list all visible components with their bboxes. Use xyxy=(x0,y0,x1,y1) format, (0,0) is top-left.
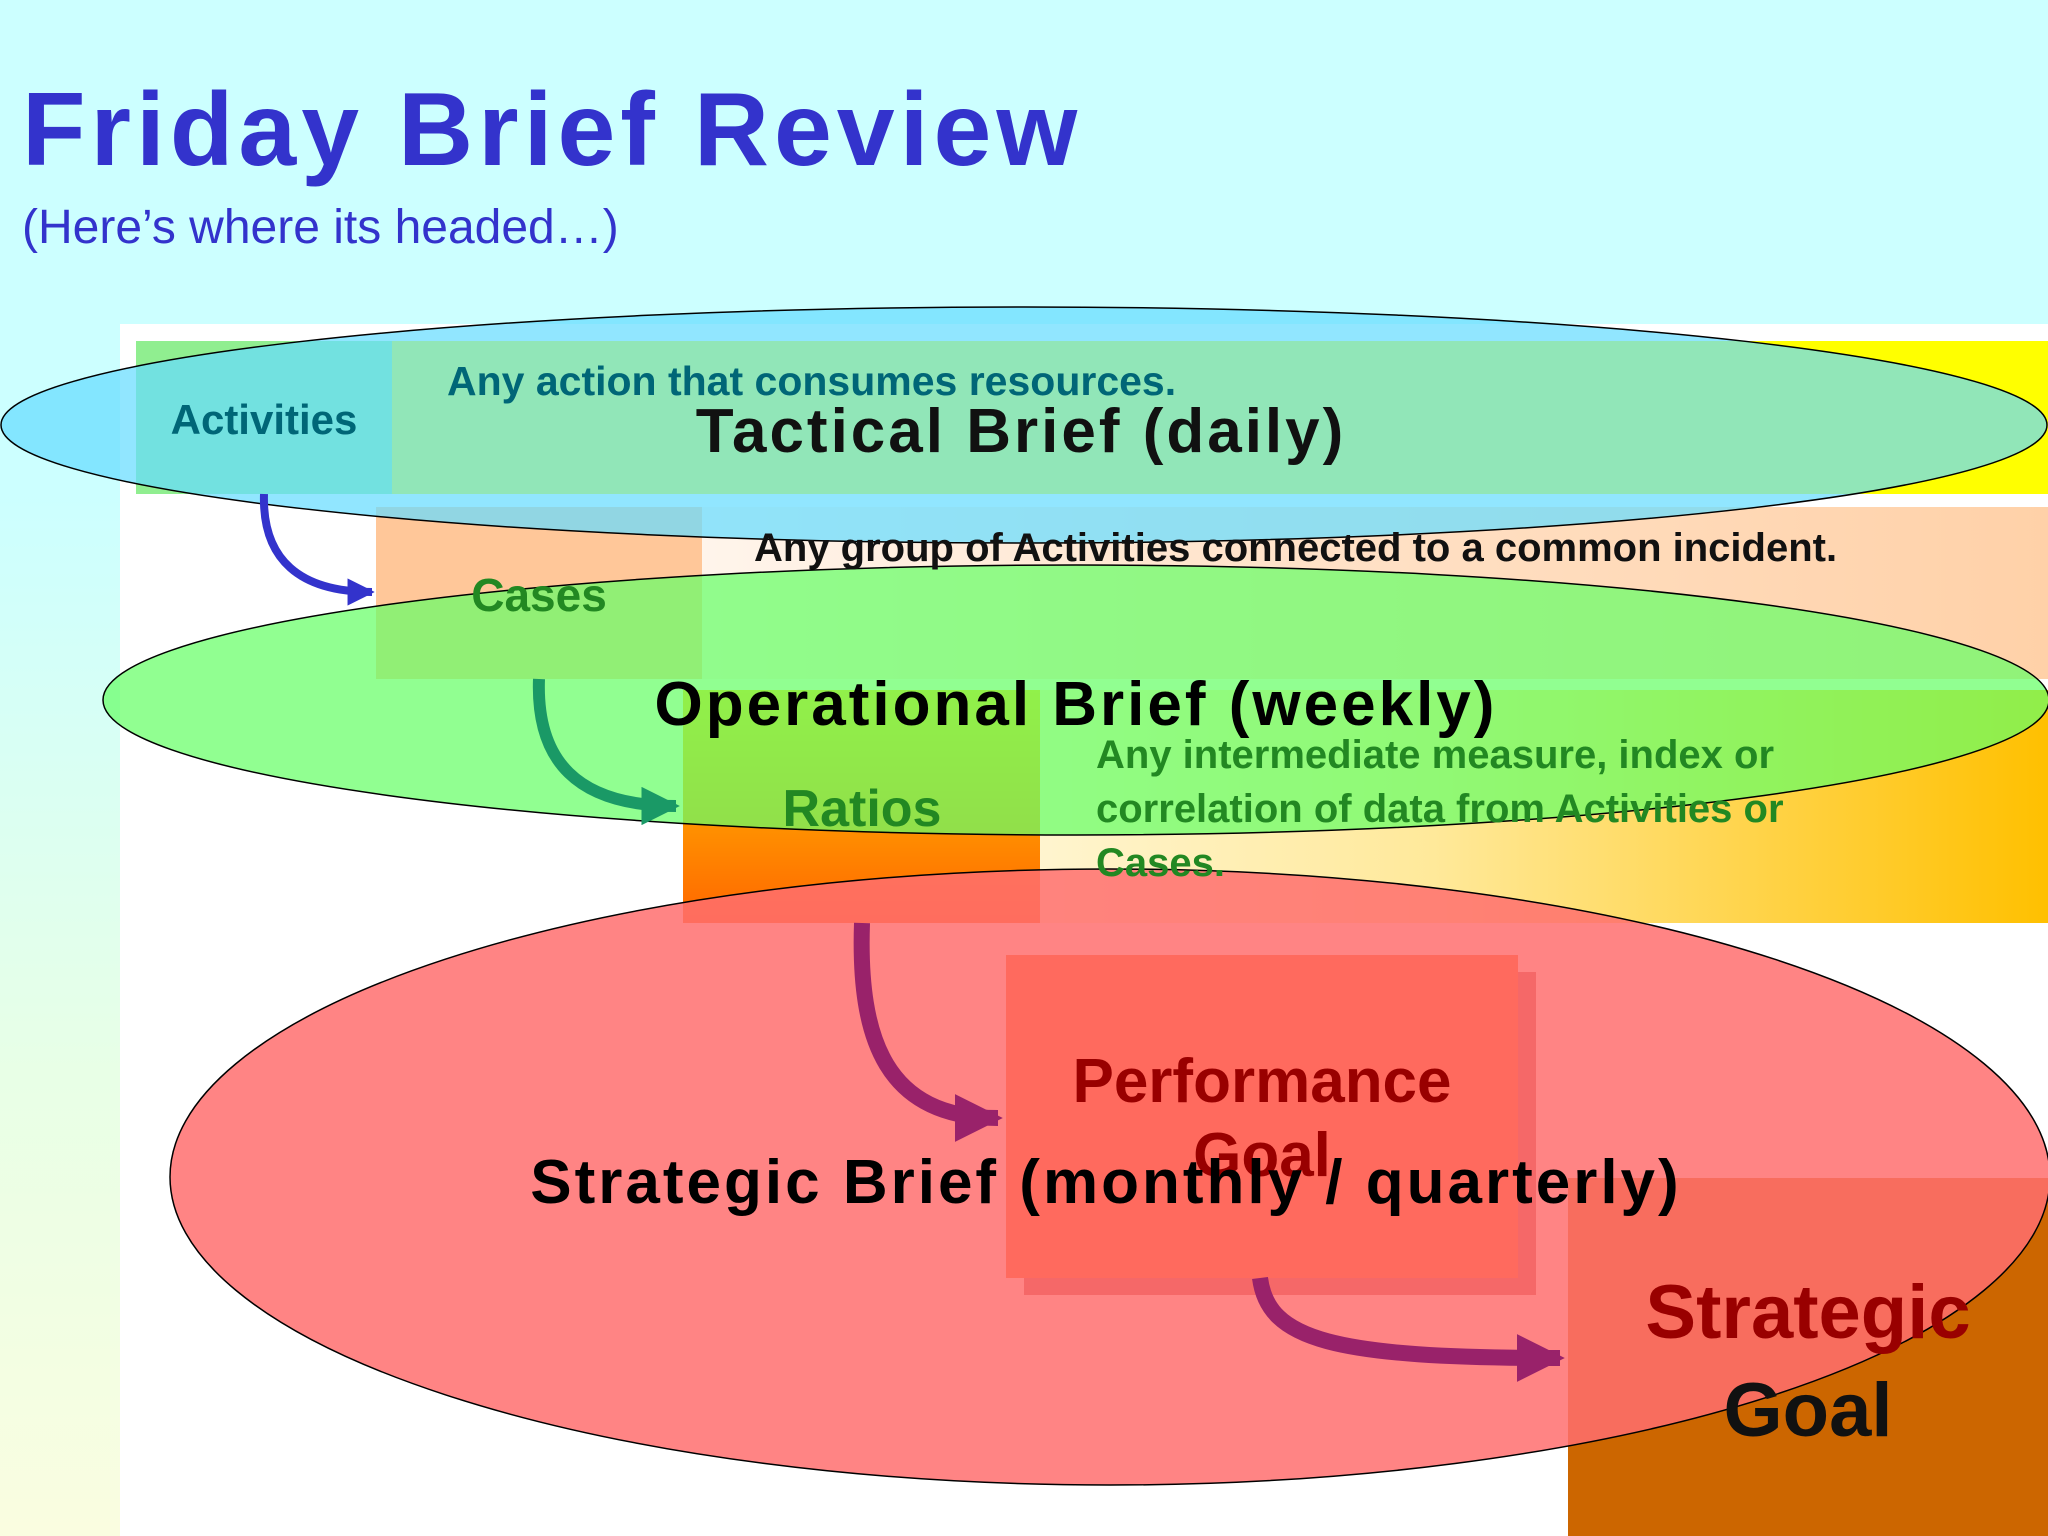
strategic-brief-label: Strategic Brief (monthly / quarterly) xyxy=(530,1148,1681,1217)
arrow-ratios-to-performance-goal xyxy=(853,922,1003,1142)
page-subtitle: (Here’s where its headed…) xyxy=(22,201,619,254)
strategic-goal-label-line-2: Goal xyxy=(1724,1368,1893,1453)
ratios-definition-line-3: Cases. xyxy=(1096,841,1225,885)
operational-brief-ellipse xyxy=(102,564,2048,836)
arrow-activities-to-cases xyxy=(259,493,375,606)
activities-definition: Any action that consumes resources. xyxy=(447,358,1176,404)
arrow-performance-to-strategic-goal xyxy=(1252,1276,1565,1382)
cases-definition: Any group of Activities connected to a c… xyxy=(754,526,1837,570)
ratios-label: Ratios xyxy=(783,780,942,838)
cases-label: Cases xyxy=(471,569,607,621)
tactical-brief-ellipse xyxy=(0,306,2048,544)
operational-brief-label: Operational Brief (weekly) xyxy=(655,670,1498,739)
tactical-brief-label: Tactical Brief (daily) xyxy=(696,397,1347,466)
strategic-brief-ellipse xyxy=(169,868,2048,1486)
performance-goal-label-line-2: Goal xyxy=(1193,1121,1331,1190)
performance-goal-label-line-1: Performance xyxy=(1072,1047,1451,1116)
activities-label: Activities xyxy=(171,396,358,443)
page-title: Friday Brief Review xyxy=(22,72,1083,188)
ratios-definition-line-2: correlation of data from Activities or xyxy=(1096,787,1784,831)
ratios-definition-line-1: Any intermediate measure, index or xyxy=(1096,733,1774,777)
arrow-cases-to-ratios xyxy=(532,678,680,826)
strategic-goal-label-line-1: Strategic xyxy=(1645,1270,1970,1355)
